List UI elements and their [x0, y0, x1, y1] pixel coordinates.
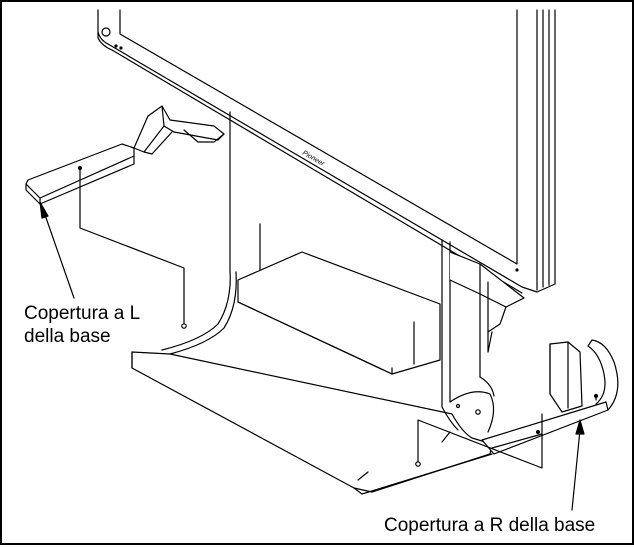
left-cover-part [25, 105, 225, 205]
left-cover-label-line2: della base [24, 326, 111, 347]
base-plate [131, 269, 495, 495]
leader-arrows [39, 201, 585, 511]
left-cover-label-line1: Copertura a L [24, 303, 141, 324]
display-panel [97, 9, 556, 294]
assembly-guide-lines [79, 169, 597, 469]
inner-tray [237, 223, 441, 375]
right-cover-label: Copertura a R della base [384, 515, 596, 536]
right-cover-part [481, 339, 619, 455]
stand-post [229, 111, 525, 408]
left-cover-label: Copertura a L della base [24, 302, 140, 348]
